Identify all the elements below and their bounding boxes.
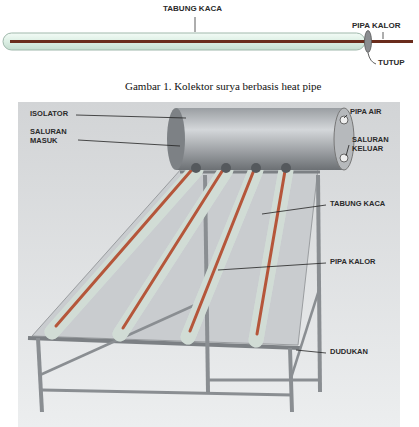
part-label: PIPA KALOR [330,258,396,267]
figure-caption: Gambar 1. Kolektor surya berbasis heat p… [125,80,321,92]
part-label: SALURAN MASUK [30,128,78,145]
part-label: DUDUKAN [330,348,396,357]
part-label: PIPA KALOR [352,21,416,30]
part-label: TABUNG KACA [330,200,400,209]
part-label: TUTUP [378,58,416,67]
part-label: PIPA AIR [350,108,412,117]
part-label: ISOLATOR [30,110,90,119]
part-label: TABUNG KACA [163,4,243,13]
part-label: SALURAN KELUAR [352,136,400,153]
